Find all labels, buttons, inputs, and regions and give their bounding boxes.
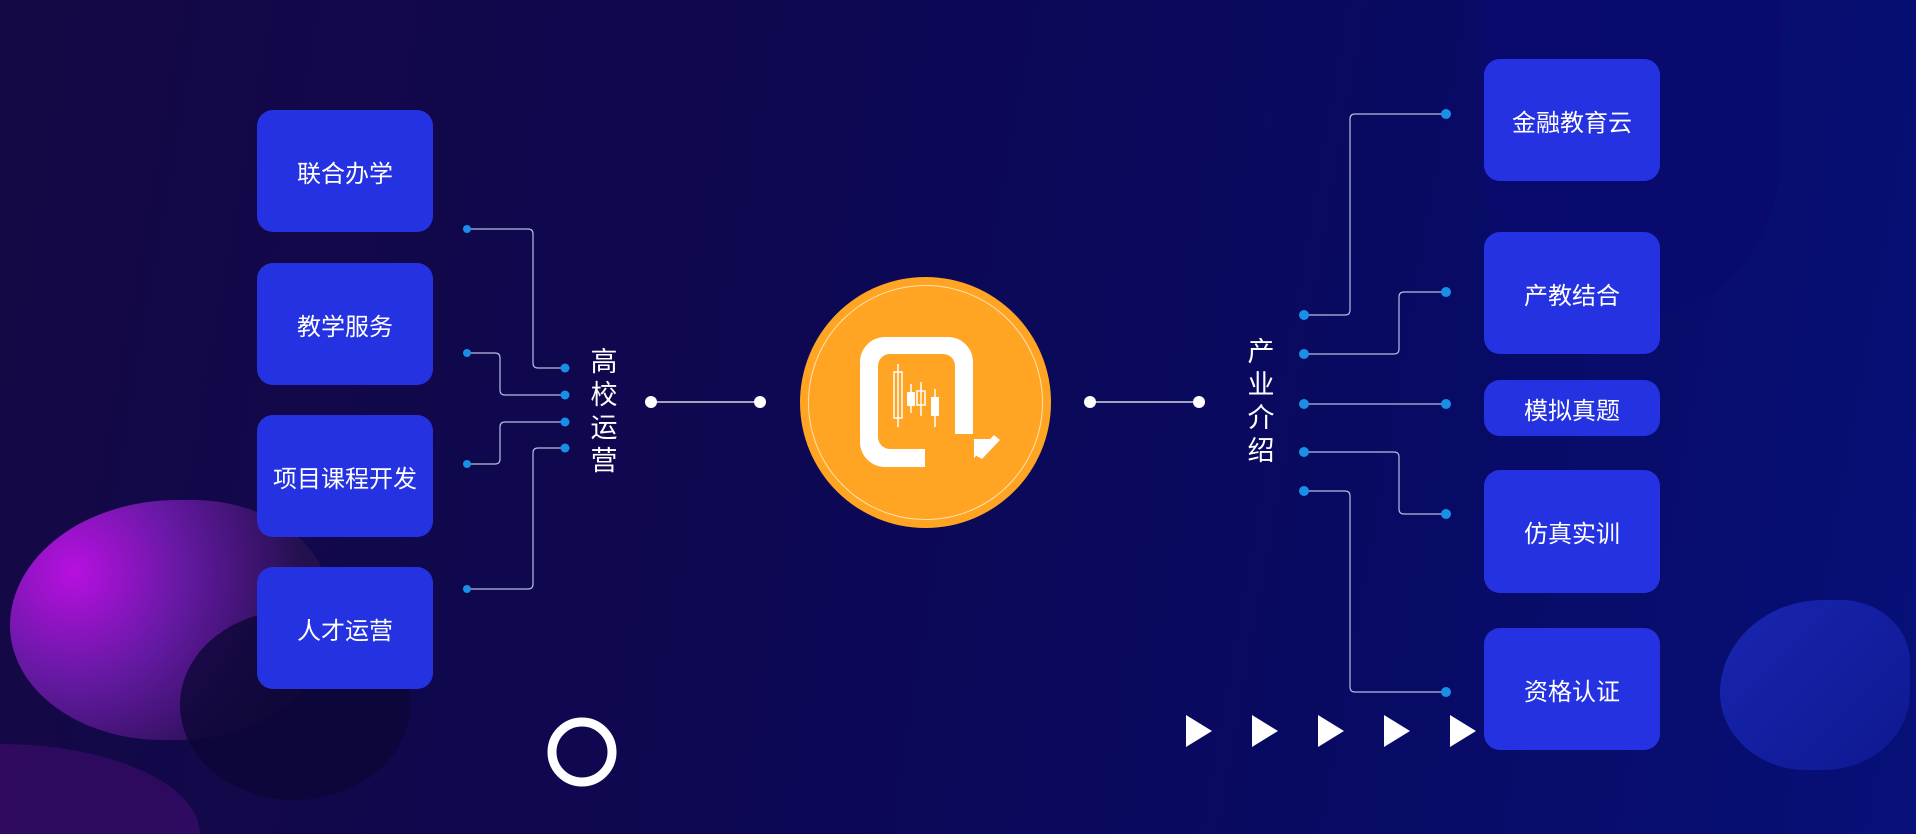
left-item-talent-operation[interactable]: 人才运营 (257, 567, 433, 689)
right-item-finance-education-cloud[interactable]: 金融教育云 (1484, 59, 1660, 181)
ring-decor (547, 717, 617, 787)
box-label: 联合办学 (297, 159, 393, 188)
right-item-mock-exams[interactable]: 模拟真题 (1484, 380, 1660, 436)
left-item-joint-education[interactable]: 联合办学 (257, 110, 433, 232)
box-label: 模拟真题 (1524, 396, 1620, 425)
box-label: 教学服务 (297, 312, 393, 341)
right-item-certification[interactable]: 资格认证 (1484, 628, 1660, 750)
box-label: 项目课程开发 (273, 464, 417, 493)
box-label: 仿真实训 (1524, 520, 1620, 548)
box-label: 资格认证 (1524, 677, 1620, 706)
box-label: 人才运营 (297, 616, 393, 645)
left-group-title: 高校运营 (590, 347, 618, 477)
arrow-triangle-icon (1450, 715, 1476, 747)
left-item-course-development[interactable]: 项目课程开发 (257, 415, 433, 537)
candlestick-chart-cursor-icon (860, 337, 1000, 467)
center-logo (800, 277, 1051, 528)
right-group-title: 产业介绍 (1247, 337, 1275, 467)
arrow-triangle-icon (1384, 715, 1410, 747)
decor-blob-right (1720, 600, 1910, 770)
right-item-industry-education[interactable]: 产教结合 (1484, 232, 1660, 354)
arrow-triangle-icon (1186, 715, 1212, 747)
arrow-triangle-icon (1252, 715, 1278, 747)
right-item-simulation-training[interactable]: 仿真实训 (1484, 470, 1660, 593)
left-item-teaching-service[interactable]: 教学服务 (257, 263, 433, 385)
arrow-triangle-icon (1318, 715, 1344, 747)
box-label: 产教结合 (1524, 281, 1620, 310)
box-label: 金融教育云 (1512, 108, 1632, 137)
